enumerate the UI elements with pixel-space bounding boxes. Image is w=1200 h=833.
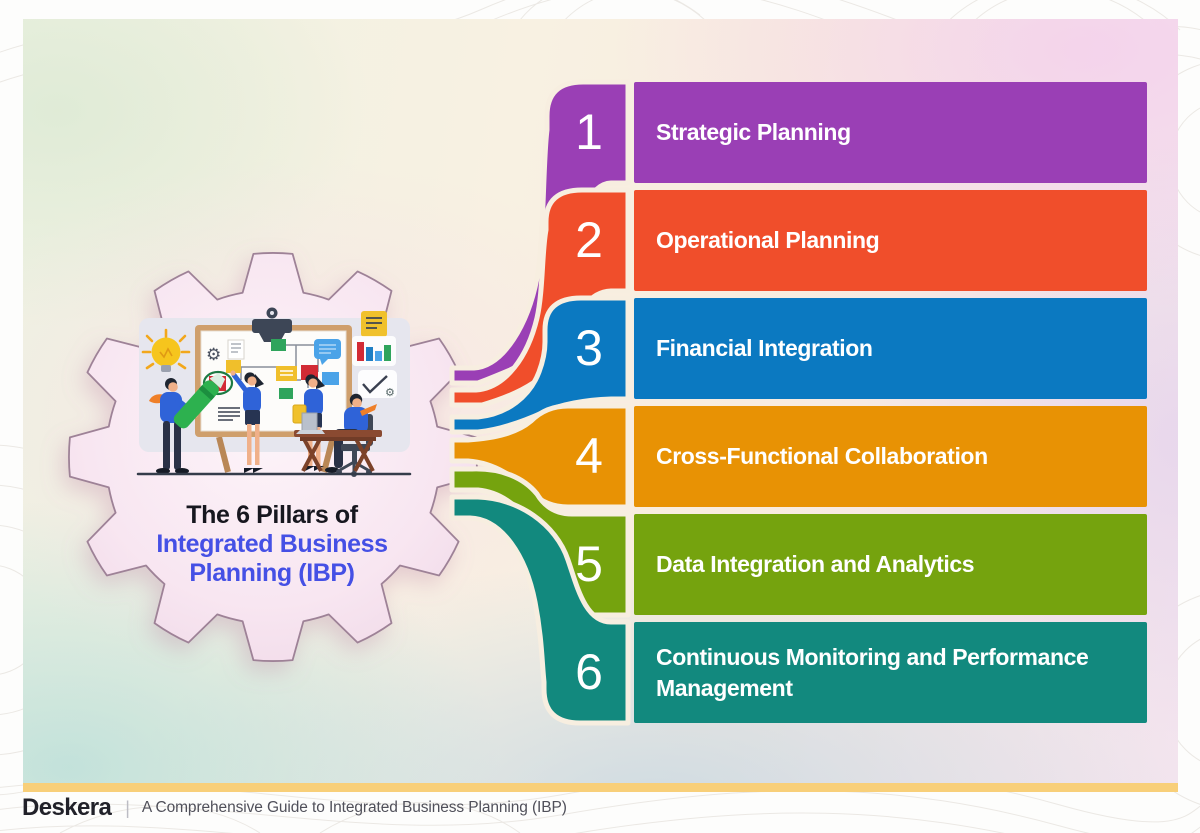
green-marker: [173, 373, 226, 429]
pillar-label: Data Integration and Analytics: [656, 551, 975, 577]
checkmark-icon: ⚙: [358, 370, 397, 399]
connector-ribbon-3: [449, 295, 631, 435]
title-line-3: Planning (IBP): [189, 559, 355, 587]
pillar-bar-data-integration-analytics: Data Integration and Analytics: [634, 514, 1147, 615]
bar-chart-icon: [352, 336, 396, 366]
person-pointing: [230, 370, 264, 473]
pillar-label: Continuous Monitoring and Performance Ma…: [656, 643, 1089, 701]
pillar-number-1: 1: [575, 104, 603, 160]
speech-bubble-icon: [314, 339, 341, 365]
yellow-divider: [23, 783, 1178, 792]
connector-ribbon-6: [449, 494, 631, 726]
desk: [294, 412, 382, 472]
document-icon: [361, 311, 387, 337]
gear-glyph-small: ⚙: [385, 387, 395, 399]
pillar-number-4: 4: [575, 428, 603, 484]
pillar-number-5: 5: [575, 536, 603, 592]
title-line-1: The 6 Pillars of: [186, 501, 358, 529]
tie: [360, 404, 377, 416]
pillar-bar-strategic-planning: Strategic Planning: [634, 82, 1147, 183]
pillar-label: Operational Planning: [656, 227, 880, 253]
pillar-number-6: 6: [575, 644, 603, 700]
gear-glyph: ⚙: [206, 345, 221, 364]
clipboard-clip-icon: [252, 307, 292, 342]
flowchart: ⚙: [202, 339, 339, 421]
team-illustration: ⚙: [136, 307, 412, 477]
pillar-bar-continuous-monitoring: Continuous Monitoring and Performance Ma…: [634, 622, 1147, 723]
footer-separator: |: [125, 797, 130, 818]
page-title: The 6 Pillars of Integrated Business Pla…: [100, 501, 444, 588]
pillar-bar-operational-planning: Operational Planning: [634, 190, 1147, 291]
deskera-logo: Deskera: [22, 794, 112, 821]
pillar-number-3: 3: [575, 320, 603, 376]
pillar-bar-cross-functional-collaboration: Cross-Functional Collaboration: [634, 406, 1147, 507]
pillar-bar-financial-integration: Financial Integration: [634, 298, 1147, 399]
laptop-icon: [296, 412, 325, 434]
pillar-number-2: 2: [575, 212, 603, 268]
pillar-label: Financial Integration: [656, 335, 873, 361]
footer: Deskera | A Comprehensive Guide to Integ…: [22, 794, 567, 821]
title-line-2: Integrated Business: [156, 530, 388, 558]
pillar-label: Strategic Planning: [656, 119, 851, 145]
connector-ribbons: [449, 79, 631, 726]
lightbulb-icon: [141, 328, 191, 372]
footer-tagline: A Comprehensive Guide to Integrated Busi…: [141, 799, 567, 816]
pillar-label: Cross-Functional Collaboration: [656, 443, 988, 469]
